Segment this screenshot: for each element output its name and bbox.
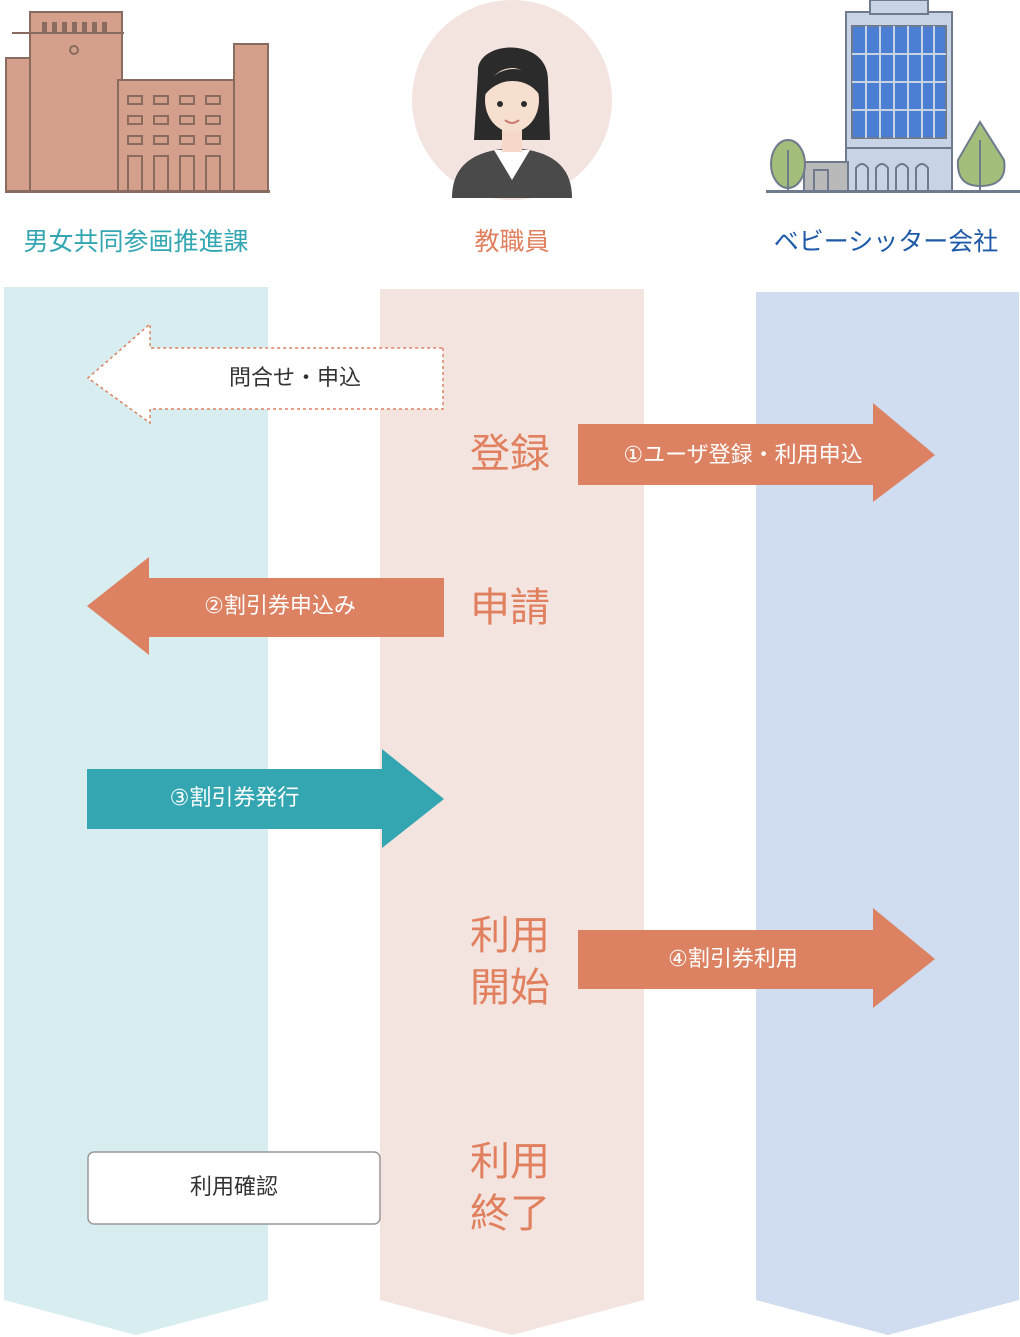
step-start-line2: 開始	[470, 965, 550, 1011]
user-registration-arrow	[578, 403, 935, 502]
step-end-line1: 利用	[470, 1139, 550, 1185]
step-apply: 申請	[470, 585, 550, 631]
coupon-issue-arrow	[87, 749, 444, 848]
coupon-request-arrow	[87, 557, 444, 655]
university-building-icon	[5, 11, 270, 193]
inquiry-arrow	[86, 322, 444, 425]
column-title-left: 男女共同参画推進課	[23, 227, 249, 256]
office-building-icon	[766, 0, 1020, 193]
coupon-use-label: ④割引券利用	[668, 947, 798, 972]
step-end-line2: 終了	[470, 1191, 550, 1237]
column-title-center: 教職員	[474, 227, 550, 256]
confirm-usage-box	[87, 1151, 381, 1225]
staff-person-icon	[412, 0, 612, 200]
step-register: 登録	[470, 431, 550, 477]
lane-right	[756, 292, 1019, 1335]
coupon-request-label: ②割引券申込み	[204, 594, 356, 619]
user-registration-label: ①ユーザ登録・利用申込	[623, 443, 863, 468]
coupon-issue-label: ③割引券発行	[169, 786, 300, 811]
lane-center	[380, 289, 644, 1335]
confirm-usage-label: 利用確認	[189, 1175, 278, 1200]
inquiry-label: 問合せ・申込	[228, 366, 361, 391]
step-start-line1: 利用	[470, 913, 550, 959]
column-title-right: ベビーシッター会社	[773, 227, 999, 256]
coupon-use-arrow	[578, 908, 935, 1008]
